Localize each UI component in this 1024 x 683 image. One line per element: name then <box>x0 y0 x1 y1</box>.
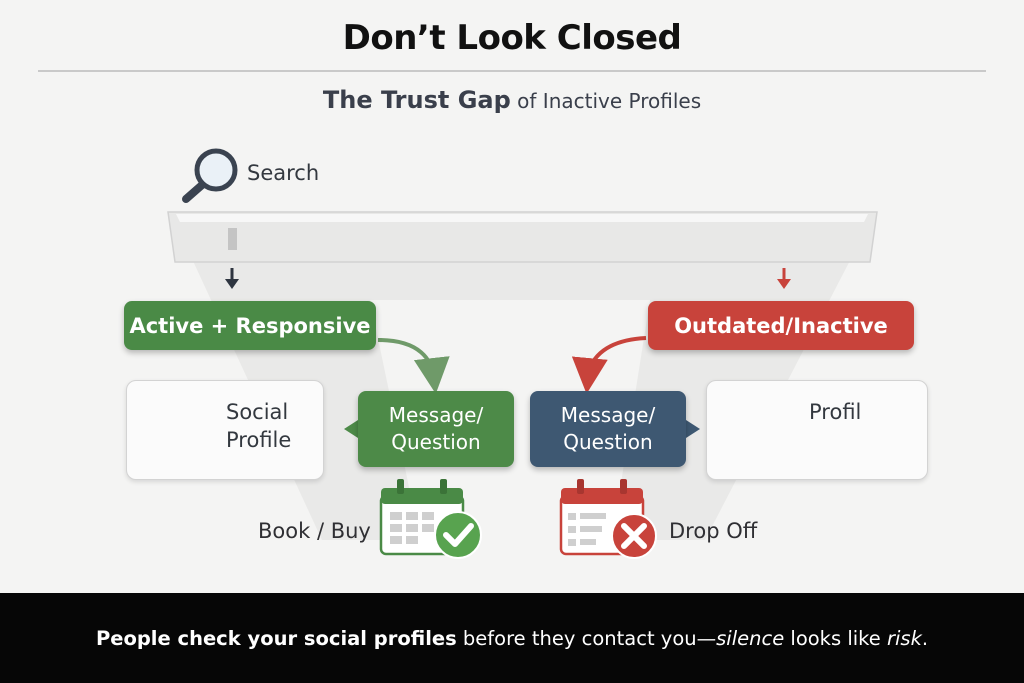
social-profile-card <box>126 380 324 480</box>
calendar-cross-icon <box>559 479 657 559</box>
drop-off-label: Drop Off <box>669 519 758 543</box>
arrow-down-right-icon <box>777 268 791 289</box>
message-question-green: Message/ Question <box>358 391 514 467</box>
curve-arrow-green-icon <box>377 338 450 394</box>
message-navy-line2: Question <box>563 430 653 454</box>
caption-banner: People check your social profiles before… <box>0 593 1024 683</box>
book-buy-label: Book / Buy <box>258 519 371 543</box>
message-question-navy: Message/ Question <box>530 391 686 467</box>
banner-end: . <box>921 626 929 650</box>
social-profile-label-line1: Social <box>226 400 289 424</box>
social-profile-label-line2: Profile <box>226 428 292 452</box>
curve-arrow-red-icon <box>571 336 647 394</box>
banner-normal1: before they contact you— <box>456 626 717 650</box>
subtitle-part3: Inactive Profiles <box>542 89 702 113</box>
inactive-profile-label: Profil <box>809 400 862 424</box>
title-divider <box>38 70 986 72</box>
banner-italic2: risk <box>886 626 922 650</box>
search-label: Search <box>247 161 320 185</box>
funnel-shape <box>167 211 878 540</box>
banner-italic1: silence <box>716 626 785 650</box>
bubble-tail-navy <box>686 420 700 438</box>
arrow-down-left-icon <box>225 268 239 289</box>
magnifier-icon <box>182 148 238 203</box>
banner-normal2: looks like <box>784 626 887 650</box>
page-title: Don’t Look Closed <box>342 18 682 58</box>
active-responsive-pill: Active + Responsive <box>124 301 376 350</box>
banner-bold: People check your social profiles <box>95 626 457 650</box>
bubble-tail-green <box>344 420 358 438</box>
subtitle-part1: The Trust Gap <box>322 86 511 114</box>
page-subtitle: The Trust Gap of Inactive Profiles <box>0 86 1024 114</box>
outdated-inactive-pill: Outdated/Inactive <box>648 301 914 350</box>
inactive-profile-card <box>706 380 928 480</box>
message-navy-line1: Message/ <box>560 403 656 427</box>
message-green-line1: Message/ <box>388 403 484 427</box>
calendar-check-icon <box>379 479 482 559</box>
message-green-line2: Question <box>391 430 481 454</box>
subtitle-part2: of <box>510 89 543 113</box>
